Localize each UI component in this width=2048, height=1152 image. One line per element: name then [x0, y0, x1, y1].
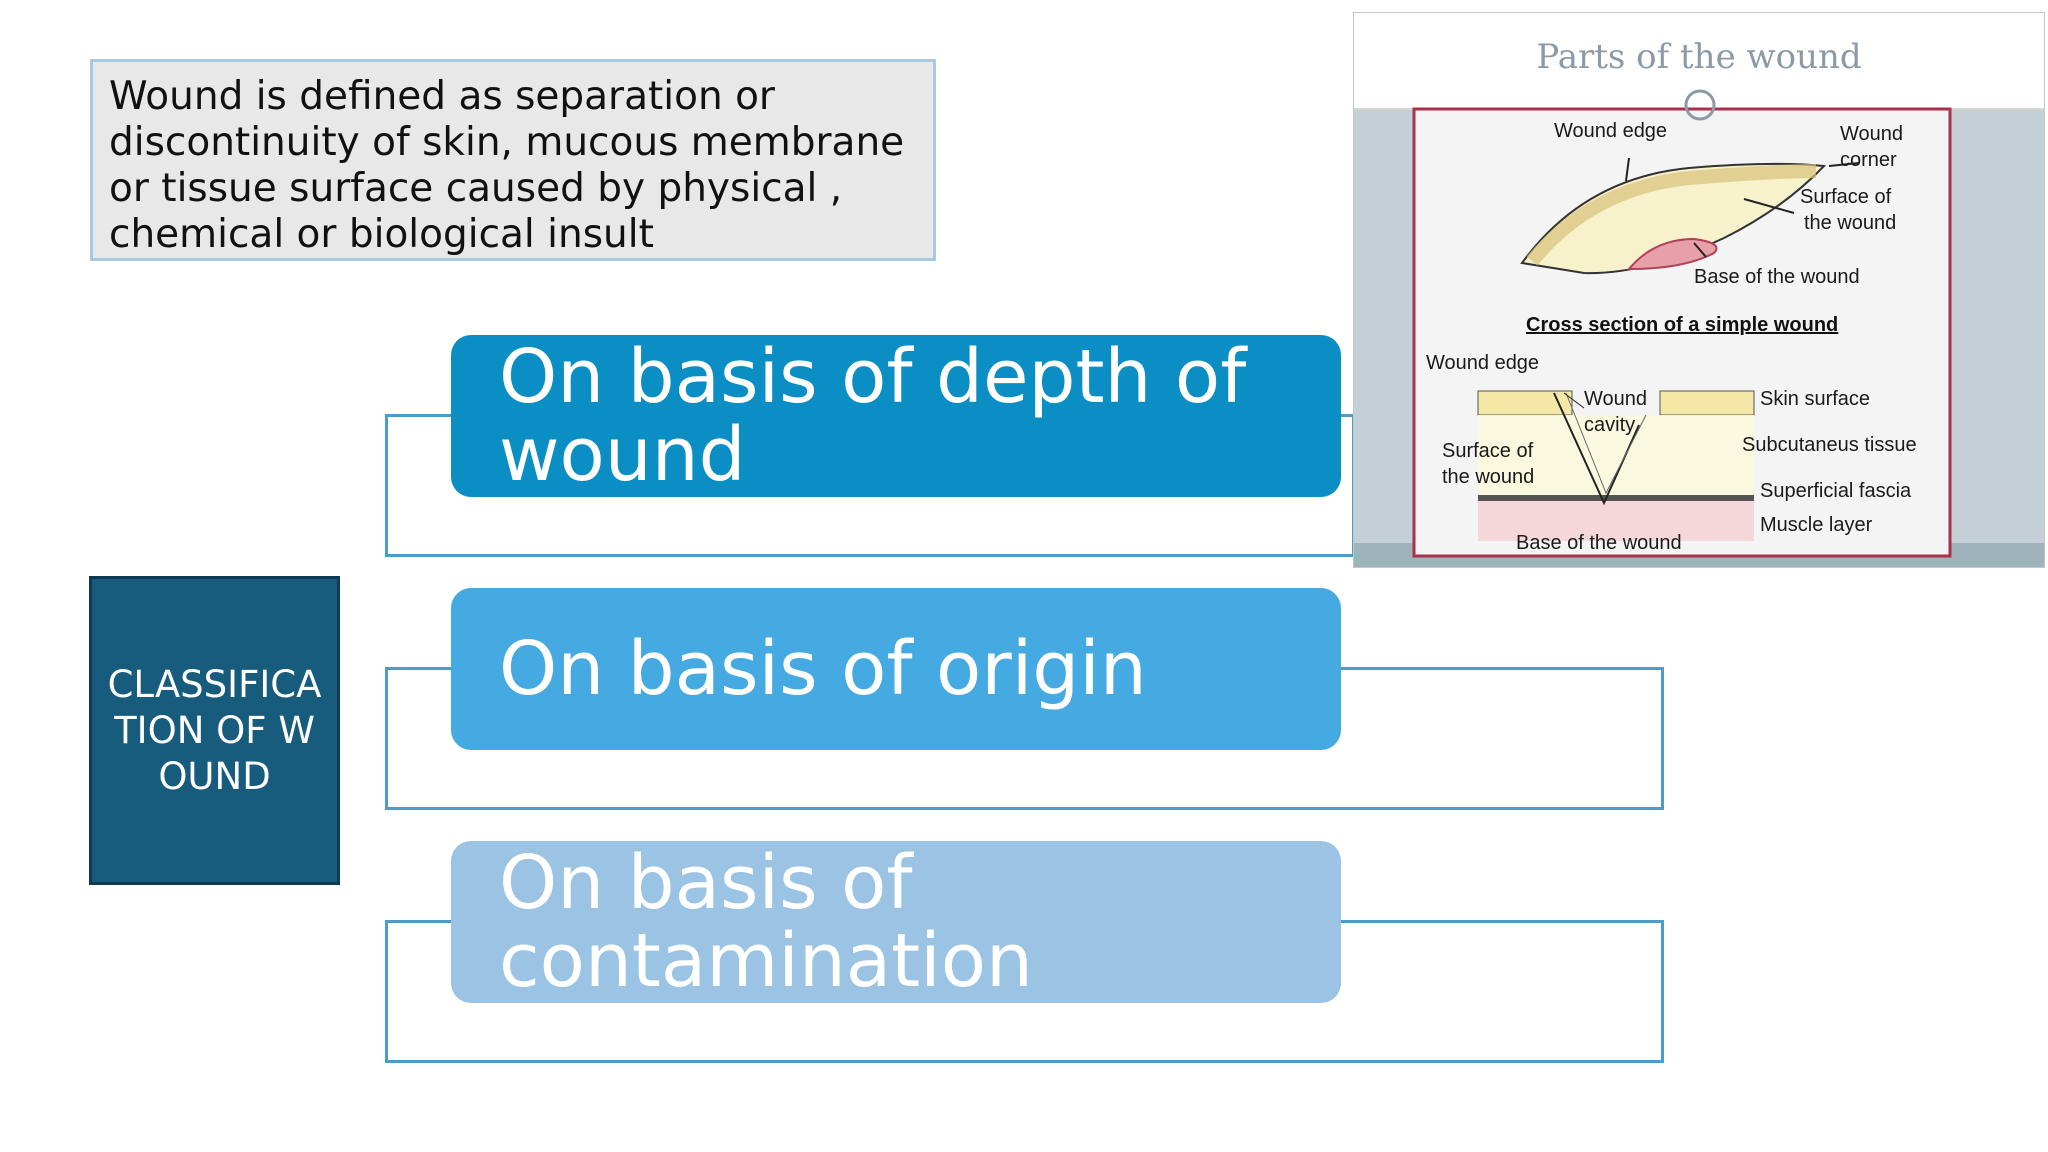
label-skin-surface: Skin surface: [1760, 388, 1870, 410]
branch-depth-of-wound[interactable]: On basis of depth of wound: [451, 335, 1341, 497]
branch-origin[interactable]: On basis of origin: [451, 588, 1341, 750]
branch-contamination[interactable]: On basis of contamination: [451, 841, 1341, 1003]
classification-box: CLASSIFICATION OF WOUND: [89, 576, 340, 885]
wound-parts-image: Wound edge Wound corner Surface of the w…: [1353, 12, 2045, 568]
classification-title: CLASSIFICATION OF WOUND: [107, 662, 322, 798]
label-wound-corner-2: corner: [1840, 149, 1897, 171]
label-superficial-fascia: Superficial fascia: [1760, 480, 1912, 502]
label-surface-top-2: the wound: [1804, 212, 1896, 234]
cross-section-title: Cross section of a simple wound: [1526, 314, 1838, 336]
label-cavity-1: Wound: [1584, 388, 1647, 410]
label-surface-bottom-2: the wound: [1442, 466, 1534, 488]
label-wound-edge-bottom: Wound edge: [1426, 352, 1539, 374]
label-base-bottom: Base of the wound: [1516, 532, 1682, 554]
label-surface-top-1: Surface of: [1800, 186, 1892, 208]
definition-text: Wound is defined as separation or discon…: [109, 74, 905, 257]
label-subcutaneous: Subcutaneus tissue: [1742, 434, 1917, 456]
label-cavity-2: cavity: [1584, 414, 1635, 436]
label-surface-bottom-1: Surface of: [1442, 440, 1534, 462]
label-muscle-layer: Muscle layer: [1760, 514, 1873, 536]
branch-label: On basis of depth of wound: [499, 334, 1247, 498]
label-wound-edge-top: Wound edge: [1554, 120, 1667, 142]
wound-image-title: Parts of the wound: [1536, 37, 1862, 77]
definition-box: Wound is defined as separation or discon…: [90, 59, 936, 261]
branch-label: On basis of origin: [499, 626, 1147, 712]
label-base-top: Base of the wound: [1694, 266, 1860, 288]
branch-label: On basis of contamination: [499, 840, 1033, 1004]
label-wound-corner-1: Wound: [1840, 123, 1903, 145]
wound-illustration: Wound edge Wound corner Surface of the w…: [1354, 89, 2044, 567]
